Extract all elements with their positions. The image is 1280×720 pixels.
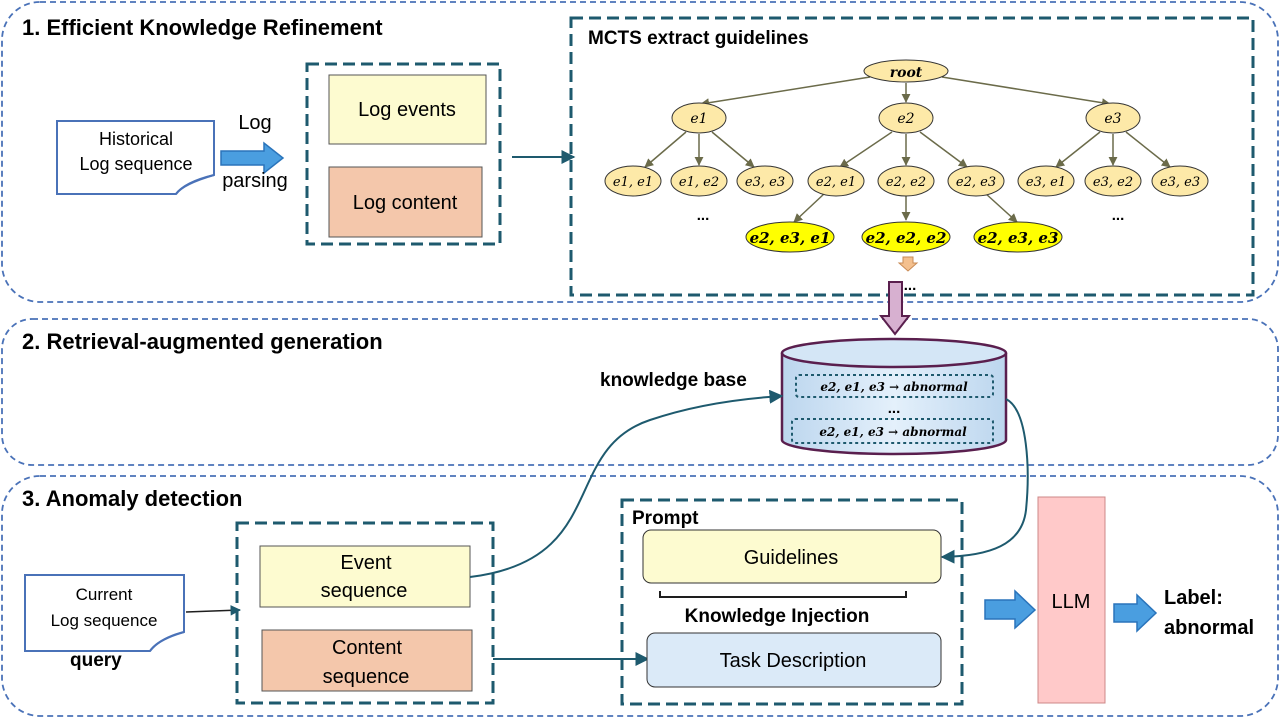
tree-leaf-e2e2e2 [861, 221, 951, 253]
current-log-document: Current Log sequence [24, 574, 185, 652]
tree-label-e2: e2 [897, 111, 914, 127]
to-knowledge-base-arrow [878, 281, 912, 336]
historical-doc-line1: Historical [99, 129, 173, 149]
tree-root-label: root [890, 65, 923, 81]
parsing-arrow [220, 141, 285, 175]
tree-ellipsis-bottom: ... [904, 277, 917, 294]
tree-label-e3e3-b: e3, e3 [1160, 175, 1200, 190]
tree-node-e2e1 [807, 165, 865, 197]
sequence-group [235, 521, 495, 705]
tree-node-e3e1 [1017, 165, 1075, 197]
tree-down-arrow [897, 256, 919, 272]
prompt-box [620, 498, 964, 706]
tree-node-e1e1 [604, 165, 662, 197]
tree-edges [644, 76, 1171, 223]
event-sequence-box [259, 545, 471, 608]
tree-leaf-e2e3e1 [745, 221, 835, 253]
prompt-to-llm-arrow [984, 589, 1037, 630]
tree-node-e3 [1085, 102, 1141, 134]
section-rag-frame [1, 318, 1279, 466]
prompt-title: Prompt [632, 508, 699, 529]
knowledge-injection-label: Knowledge Injection [685, 606, 870, 627]
mcts-box [569, 16, 1255, 297]
knowledge-injection-brace [659, 591, 907, 598]
log-events-box [328, 74, 487, 145]
query-arrow [185, 605, 242, 616]
section-detection-title: 3. Anomaly detection [22, 486, 242, 511]
tree-node-e3e3-b [1151, 165, 1209, 197]
mcts-title: MCTS extract guidelines [588, 28, 809, 49]
tree-label-e1e2: e1, e2 [679, 175, 719, 190]
tree-node-e2e2 [877, 165, 935, 197]
task-description-box [646, 632, 942, 688]
guidelines-label: Guidelines [744, 547, 839, 569]
tree-ellipsis-left: ... [697, 207, 710, 224]
current-doc-line1: Current [76, 585, 133, 604]
tree-leaf-e2e3e3 [973, 221, 1063, 253]
section-detection-frame [1, 475, 1279, 717]
kb-entry-2: e2, e1, e3 → abnormal [819, 425, 967, 439]
tree-label-e3e3-a: e3, e3 [745, 175, 785, 190]
historical-doc-line2: Log sequence [79, 154, 192, 174]
retrieval-arrow [469, 389, 784, 578]
llm-box [1037, 496, 1106, 704]
tree-label-e1: e1 [690, 111, 707, 127]
tree-node-root [863, 59, 949, 83]
guidelines-box [642, 529, 942, 584]
content-sequence-line1: Content [332, 637, 402, 659]
event-sequence-line2: sequence [321, 580, 408, 602]
kb-entry-1: e2, e1, e3 → abnormal [820, 380, 968, 394]
llm-to-label-arrow [1113, 593, 1158, 633]
tree-leaf-label-e2e2e2: e2, e2, e2 [866, 229, 947, 247]
tree-node-e3e3-a [736, 165, 794, 197]
tree-node-e1 [671, 102, 727, 134]
kb-to-guidelines-arrow [940, 398, 1029, 564]
kb-ellipsis: ... [888, 400, 901, 417]
tree-node-e2 [878, 102, 934, 134]
tree-label-e1e1: e1, e1 [613, 175, 653, 190]
historical-log-document: Historical Log sequence [56, 120, 215, 195]
log-content-box [328, 166, 483, 238]
tree-leaf-label-e2e3e3: e2, e3, e3 [978, 229, 1059, 247]
tree-leaf-label-e2e3e1: e2, e3, e1 [750, 229, 831, 247]
content-sequence-line2: sequence [323, 666, 410, 688]
section-rag-title: 2. Retrieval-augmented generation [22, 329, 383, 354]
content-sequence-box [261, 629, 473, 692]
task-description-label: Task Description [720, 650, 867, 672]
current-doc-line2: Log sequence [51, 611, 158, 630]
tree-label-e3: e3 [1104, 111, 1121, 127]
tree-label-e2e3: e2, e3 [956, 175, 996, 190]
event-sequence-line1: Event [340, 552, 392, 574]
tree-ellipsis-right: ... [1112, 207, 1125, 224]
log-parsing-label-1: Log [238, 112, 271, 134]
knowledge-base-label: knowledge base [600, 370, 747, 391]
parsed-log-group [305, 62, 502, 246]
tree-level2: e1, e1 e1, e2 e3, e3 e2, e1 e2, e2 e2, e… [604, 165, 1209, 197]
llm-label: LLM [1052, 591, 1091, 613]
tree-node-e3e2 [1084, 165, 1142, 197]
output-label-line2: abnormal [1164, 617, 1254, 639]
query-label: query [70, 650, 122, 671]
tree-node-e2e3 [947, 165, 1005, 197]
tree-label-e3e1: e3, e1 [1026, 175, 1066, 190]
knowledge-base-cylinder [780, 337, 1008, 456]
section-refinement-frame [1, 1, 1279, 303]
kb-entry-2-box [791, 418, 994, 444]
tree-label-e2e1: e2, e1 [816, 175, 856, 190]
tree-label-e2e2: e2, e2 [886, 175, 926, 190]
log-parsing-label-2: parsing [222, 170, 288, 192]
tree-node-e1e2 [670, 165, 728, 197]
tree-label-e3e2: e3, e2 [1093, 175, 1133, 190]
section-refinement-title: 1. Efficient Knowledge Refinement [22, 15, 383, 40]
log-content-label: Log content [353, 192, 458, 214]
log-events-label: Log events [358, 99, 456, 121]
output-label-line1: Label: [1164, 587, 1223, 609]
